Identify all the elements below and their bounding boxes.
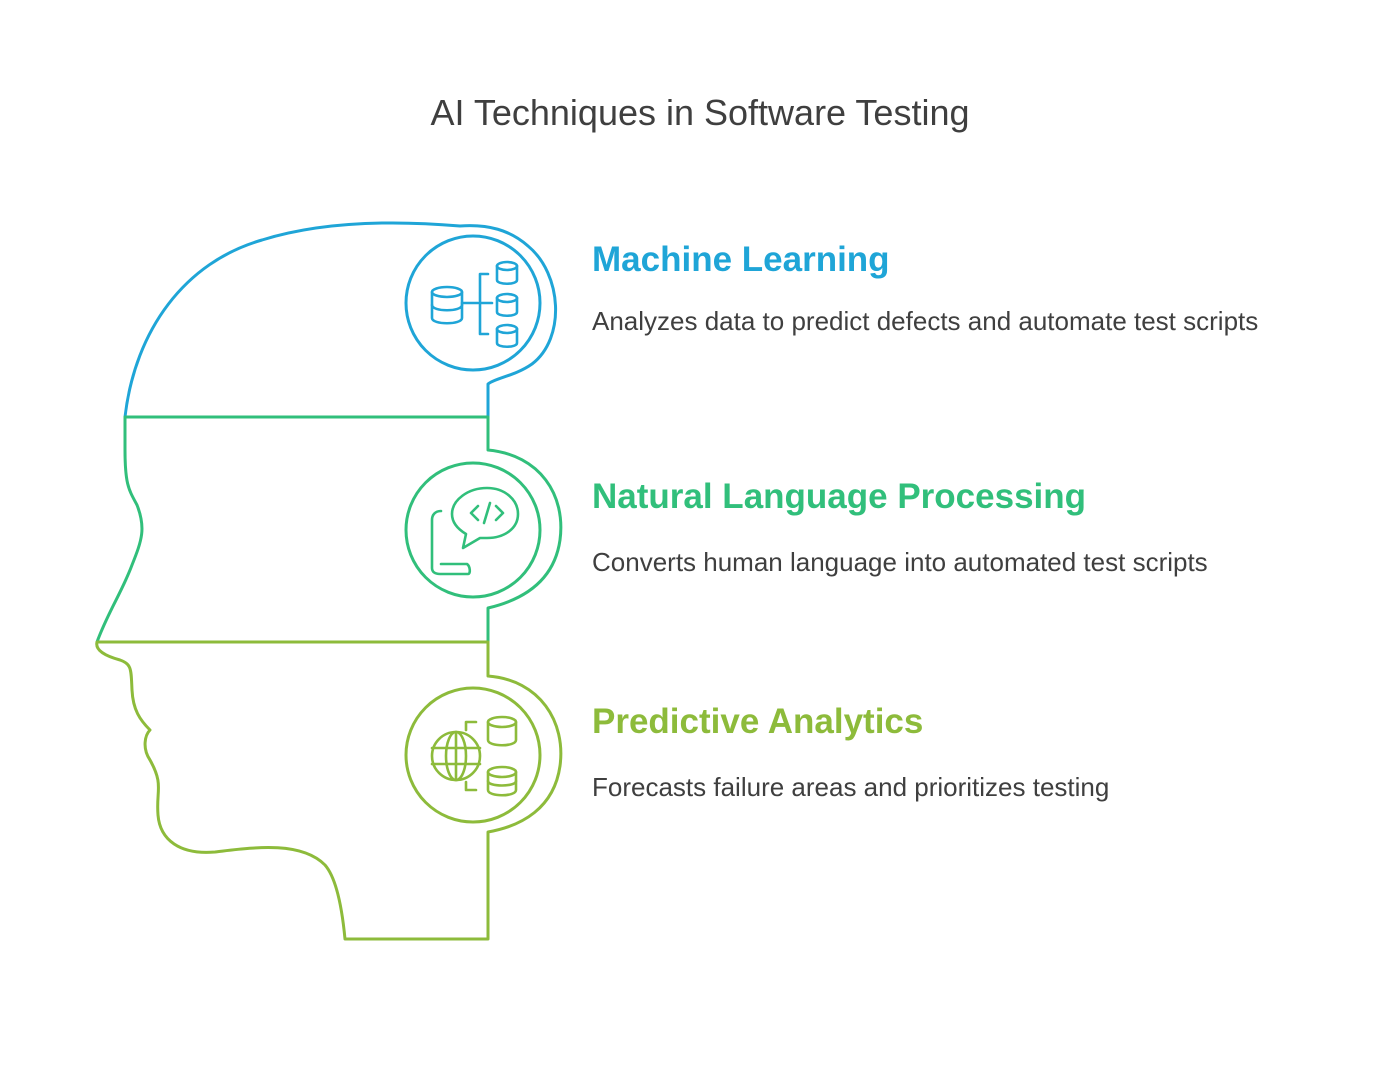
item-description: Converts human language into automated t… <box>592 547 1208 577</box>
item-natural-language-processing: Natural Language Processing Converts hum… <box>592 477 1292 577</box>
predictive-analytics-icon-circle <box>404 686 542 824</box>
item-description: Analyzes data to predict defects and aut… <box>592 306 1259 336</box>
code-speech-bubble-icon <box>430 486 520 576</box>
head-section-top <box>123 221 558 419</box>
globe-database-icon <box>430 715 518 797</box>
head-section-middle <box>95 415 563 644</box>
item-machine-learning: Machine Learning Analyzes data to predic… <box>592 240 1292 336</box>
item-description: Forecasts failure areas and prioritizes … <box>592 772 1110 802</box>
item-heading: Machine Learning <box>592 240 890 279</box>
item-heading: Natural Language Processing <box>592 477 1087 516</box>
head-section-bottom <box>95 640 563 941</box>
diagram-title: AI Techniques in Software Testing <box>430 92 970 133</box>
machine-learning-icon-circle <box>404 234 542 372</box>
item-predictive-analytics: Predictive Analytics Forecasts failure a… <box>592 702 1292 802</box>
nlp-icon-circle <box>404 461 542 599</box>
item-heading: Predictive Analytics <box>592 702 924 741</box>
database-hierarchy-icon <box>430 260 519 349</box>
